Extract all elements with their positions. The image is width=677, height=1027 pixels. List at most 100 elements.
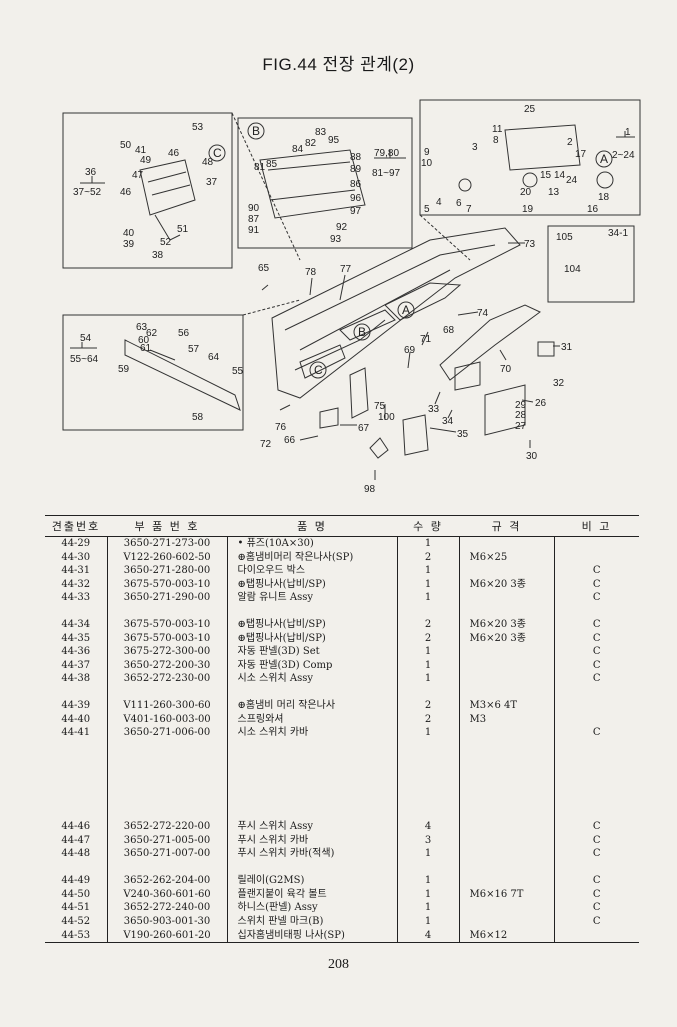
part-no-cell [106,766,227,780]
spec-cell: M3 [458,712,554,726]
remarks-cell: C [553,577,639,591]
remarks-cell [553,698,639,713]
callout: 79,80 [374,148,399,159]
callout: 75 [374,401,386,412]
table-row [45,779,639,794]
callout: 105 [556,232,573,243]
callout: 24 [566,175,578,186]
part-no-cell: 3652-262-204-00 [106,874,227,888]
part-no-cell: 3650-272-200-30 [106,658,227,672]
quantity-cell: 1 [396,914,459,929]
item-no-cell: 44-32 [61,578,91,590]
spec-cell [458,901,554,915]
part-name-cell: ⊕홈냄비머리 작은나사(SP) [226,550,397,564]
table-header-row: 견출번호 부 품 번 호 품 명 수 량 규 격 비 고 [45,515,639,537]
remarks-cell: C [553,671,639,686]
part-name-cell: 자동 판넬(3D) Set [226,644,397,659]
quantity-cell: 1 [396,901,459,915]
part-name-cell: 푸시 스위치 카바 [226,833,397,848]
remarks-cell [553,752,639,767]
callout: 14 [554,170,566,181]
callout: 4 [436,197,442,208]
callout: 1 [625,127,631,138]
item-no-cell: 44-40 [61,713,91,725]
callout: 29 [515,400,527,411]
remarks-cell: C [553,617,639,632]
part-name-cell: 푸시 스위치 카바(적색) [226,847,397,861]
table-row [45,604,639,618]
quantity-cell [396,806,459,821]
part-no-cell: V240-360-601-60 [106,887,227,902]
remarks-cell: C [553,833,639,848]
quantity-cell: 4 [396,820,459,834]
item-no-cell: 44-46 [61,821,91,833]
part-name-cell: 시소 스위치 Assy [226,671,397,686]
spec-cell [458,779,554,794]
item-no-cell: 44-48 [61,848,91,860]
part-name-cell [226,779,397,794]
callout: 28 [515,410,527,421]
remarks-cell [553,712,639,726]
part-name-cell: ⊕탭핑나사(납비/SP) [226,617,397,632]
callout: 88 [350,152,362,163]
part-no-cell [106,806,227,821]
circle-label-b-main: B [358,325,366,339]
remarks-cell: C [553,631,639,645]
callout: 47 [132,170,144,181]
callout: 96 [350,193,362,204]
callout: 41 [135,145,147,156]
callout: 40 [123,228,135,239]
part-name-cell [226,860,397,875]
callout: 37 [206,177,218,188]
part-no-cell: V122-260-602-50 [106,550,227,564]
spec-cell [458,604,554,618]
circle-label-a-inset: A [600,152,608,166]
part-no-cell [106,604,227,618]
part-no-cell: V111-260-300-60 [106,698,227,713]
part-no-cell: 3650-271-006-00 [106,725,227,740]
part-no-cell [106,752,227,767]
item-no-cell [45,780,107,793]
table-row [45,739,639,753]
callout: 15 [540,170,552,181]
spec-cell [458,847,554,861]
circle-label-c-inset: C [213,146,222,160]
quantity-cell: 1 [396,874,459,888]
circle-label-b-inset: B [252,124,260,138]
callout: 81 [254,162,266,173]
item-no-cell: 44-49 [61,875,91,887]
part-no-cell [106,860,227,875]
callout: 25 [524,104,536,115]
table-row [45,806,639,821]
part-name-cell: 십자홈냄비태핑 나사(SP) [226,928,397,944]
item-no-cell: 44-38 [61,673,91,685]
column-header-part-name: 품 명 [227,515,397,537]
item-no-cell: 44-39 [61,700,91,712]
item-no-cell: 44-52 [61,915,91,927]
spec-cell [458,685,554,699]
quantity-cell: 1 [396,563,459,578]
part-name-cell [226,793,397,807]
column-header-part-no: 부 품 번 호 [107,515,227,537]
spec-cell: M6×25 [458,550,554,564]
quantity-cell: 1 [396,887,459,902]
part-name-cell: 푸시 스위치 Assy [226,820,397,834]
callout: 2~24 [612,150,635,161]
spec-cell [458,874,554,888]
remarks-cell [553,860,639,875]
remarks-cell [553,550,639,564]
callout: 31 [561,342,573,353]
part-name-cell: • 퓨즈(10A×30) [226,536,397,551]
quantity-cell: 3 [396,833,459,848]
part-name-cell [226,685,397,699]
callout: 46 [120,187,132,198]
callout: 50 [120,140,132,151]
quantity-cell [396,739,459,753]
part-name-cell [226,604,397,618]
part-name-cell: 시소 스위치 카바 [226,725,397,740]
